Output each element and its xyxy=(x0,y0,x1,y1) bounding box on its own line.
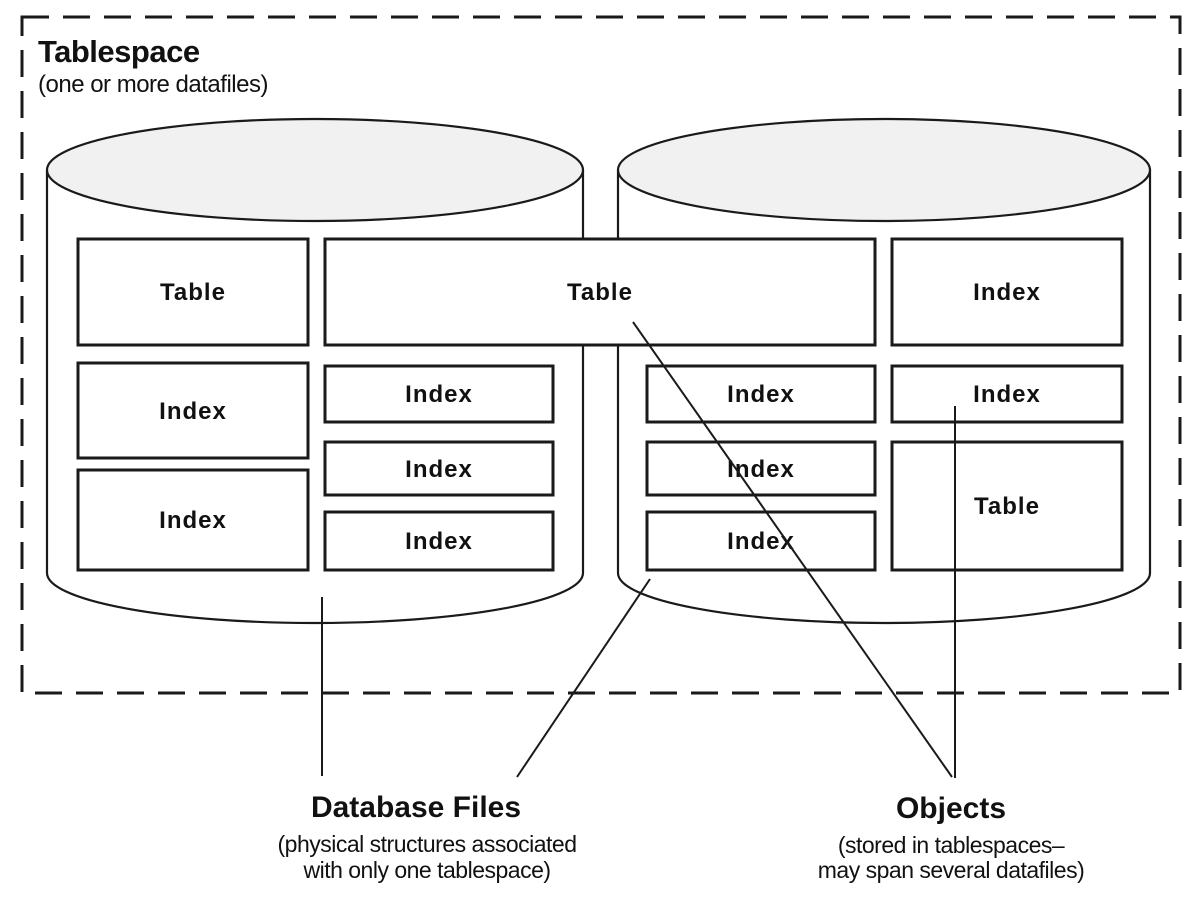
callout-database-files: Database Files (physical structures asso… xyxy=(278,791,577,883)
box-d1-mid-index-1 xyxy=(323,364,555,424)
box-spanning-table xyxy=(323,237,877,347)
box-d2-right-index-1-label: Index xyxy=(973,279,1041,306)
box-d2-right-table xyxy=(890,440,1124,572)
box-d2-index-3 xyxy=(645,510,877,572)
cylinder-1-top xyxy=(45,117,585,223)
box-d2-index-3-label: Index xyxy=(727,528,795,555)
box-d2-index-1 xyxy=(645,364,877,424)
database-files-desc-1: (physical structures associated xyxy=(278,831,577,857)
datafile-1-left-column: Table Index Index xyxy=(76,237,310,572)
box-d1-index-2 xyxy=(76,468,310,572)
pointer-object-table-line xyxy=(632,321,953,778)
database-files-desc-2: with only one tablespace) xyxy=(302,857,550,883)
box-d1-mid-index-3 xyxy=(323,510,555,572)
pointer-datafile2-line xyxy=(516,578,651,778)
callout-objects: Objects (stored in tablespaces– may span… xyxy=(818,792,1085,883)
box-d1-table-label: Table xyxy=(160,279,226,306)
box-d1-index-1-label: Index xyxy=(159,398,227,425)
tablespace-title: Tablespace xyxy=(38,34,200,69)
box-d1-mid-index-3-label: Index xyxy=(405,528,473,555)
box-d2-right-index-2-label: Index xyxy=(973,381,1041,408)
database-files-title: Database Files xyxy=(311,791,521,824)
cylinder-2-top xyxy=(616,117,1152,223)
box-d1-mid-index-1-label: Index xyxy=(405,381,473,408)
box-d2-right-index-2 xyxy=(890,364,1124,424)
box-d1-index-1 xyxy=(76,361,310,460)
tablespace-subtitle: (one or more datafiles) xyxy=(38,71,268,98)
box-d2-index-1-label: Index xyxy=(727,381,795,408)
box-d2-index-2 xyxy=(645,440,877,497)
datafile-2-left-column: Index Index Index xyxy=(645,364,877,572)
datafile-2-right-column: Index Index Table xyxy=(890,237,1124,572)
spanning-table: Table xyxy=(323,237,877,347)
tablespace-boundary xyxy=(20,15,1182,695)
box-d1-index-2-label: Index xyxy=(159,507,227,534)
objects-desc-1: (stored in tablespaces– xyxy=(838,832,1065,858)
box-spanning-table-label: Table xyxy=(567,279,633,306)
objects-desc-2: may span several datafiles) xyxy=(818,857,1084,883)
box-d1-mid-index-2-label: Index xyxy=(405,456,473,483)
box-d2-right-table-label: Table xyxy=(974,493,1040,520)
datafile-1-mid-column: Index Index Index xyxy=(323,364,555,572)
box-d2-index-2-label: Index xyxy=(727,456,795,483)
box-d1-mid-index-2 xyxy=(323,440,555,497)
box-d2-right-index-1 xyxy=(890,237,1124,347)
box-d1-table xyxy=(76,237,310,347)
objects-title: Objects xyxy=(896,792,1006,825)
